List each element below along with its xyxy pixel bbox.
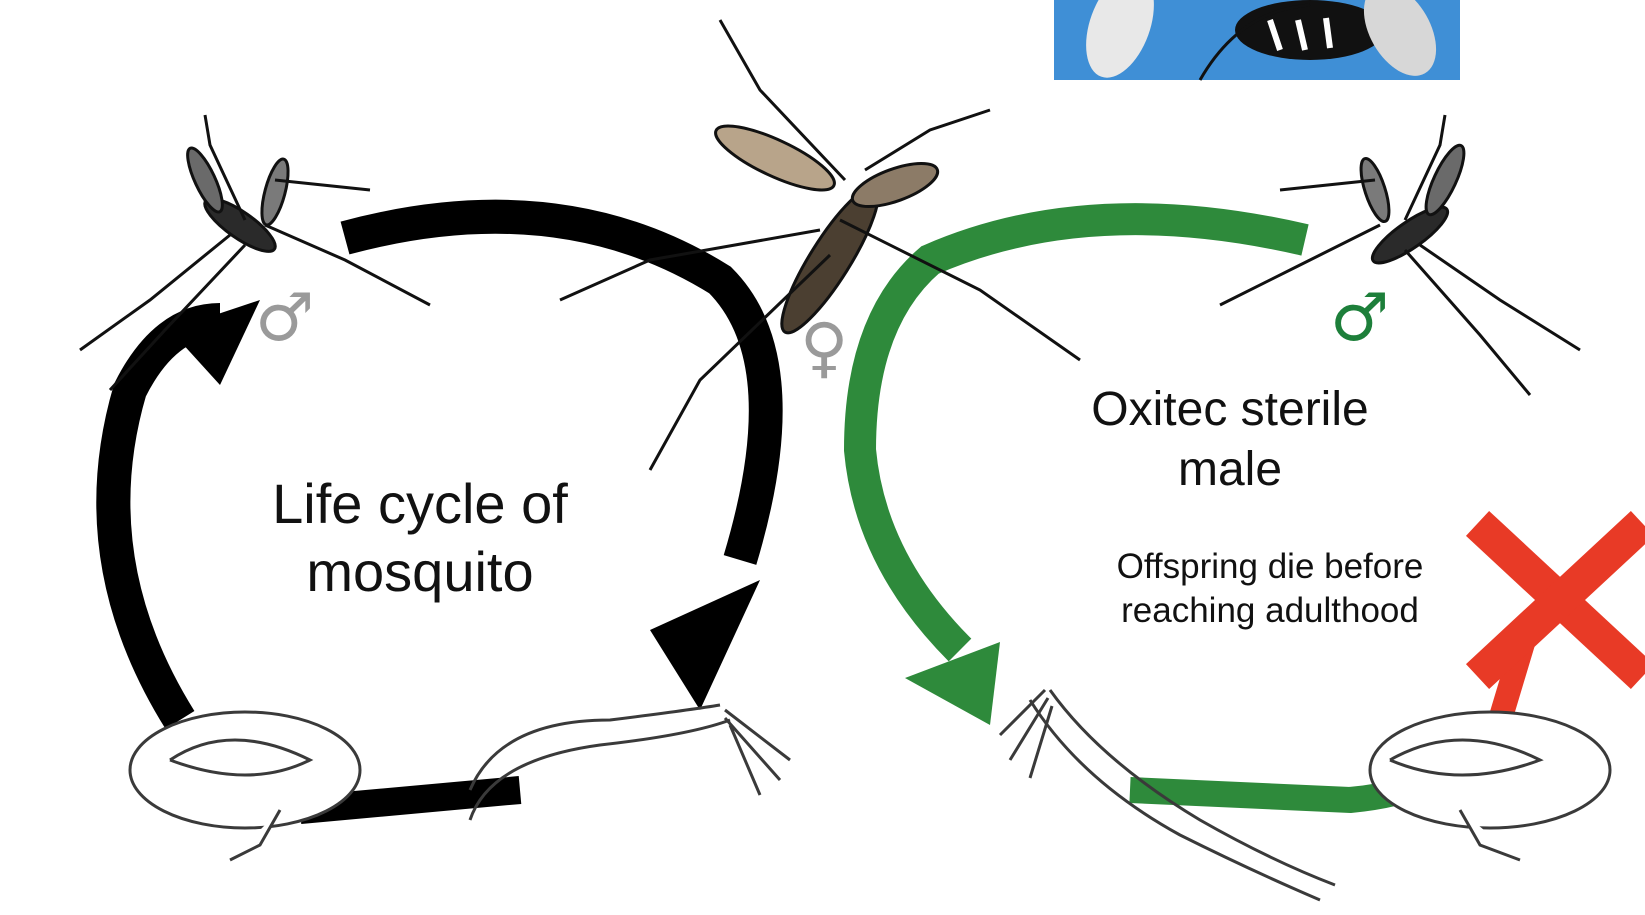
left-title-line-2: mosquito [200,538,640,606]
note-line-2: reaching adulthood [1060,589,1480,633]
male-symbol-left: ♂ [255,285,314,351]
right-title-line-2: male [1010,440,1450,500]
mosquito-male-right-icon [1220,115,1580,395]
left-cycle-title: Life cycle of mosquito [200,470,640,606]
note-line-1: Offspring die before [1060,545,1480,589]
offspring-note: Offspring die before reaching adulthood [1060,545,1480,633]
red-x-icon [1490,535,1630,665]
right-cycle-title: Oxitec sterile male [1010,380,1450,500]
mosquito-thumbnail-icon [1054,0,1460,88]
right-title-line-1: Oxitec sterile [1010,380,1450,440]
pupa-right-icon [1370,712,1610,860]
pupa-left-icon [130,712,360,860]
male-symbol-right: ♂ [1330,285,1389,351]
left-title-line-1: Life cycle of [200,470,640,538]
right-life-cycle-arrows [860,219,1530,800]
female-symbol-center: ♀ [800,315,848,381]
